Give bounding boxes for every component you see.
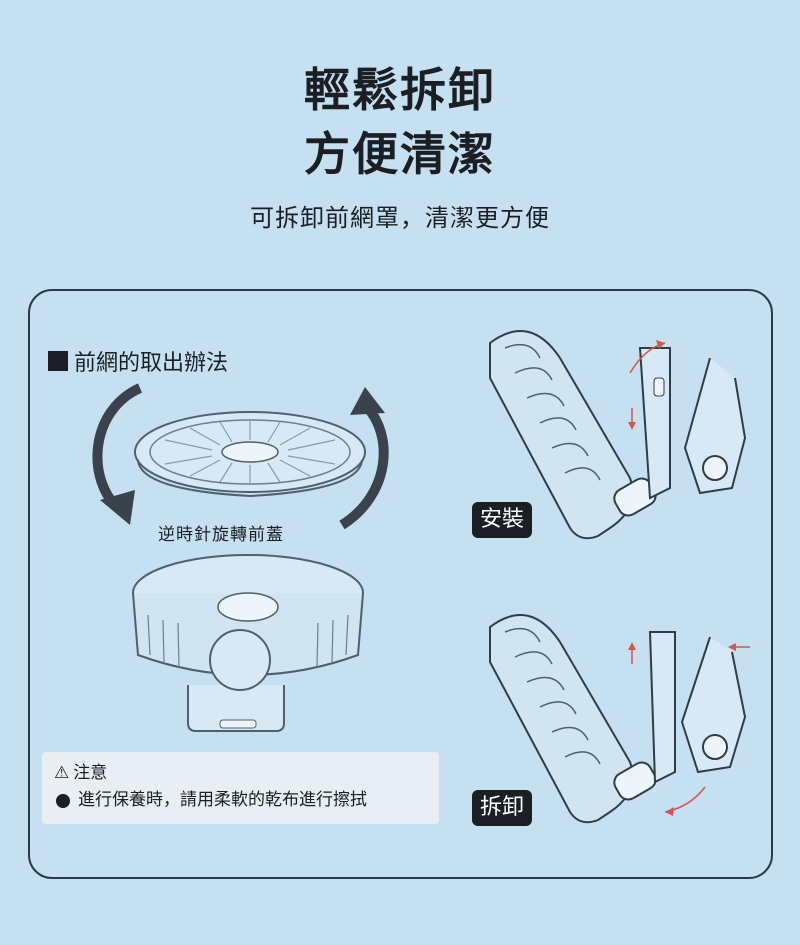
install-illustration [489,330,747,540]
section-title: 前網的取出辦法 [74,351,229,376]
warning-icon: ⚠ [54,763,70,783]
rotate-instruction: 逆時針旋轉前蓋 [158,525,284,545]
install-tag: 安裝 [472,502,533,538]
page-title-line2: 方便清潔 [304,127,496,181]
remove-illustration [489,614,750,824]
rotate-arrow-right-icon [339,387,389,530]
rotate-arrow-left-icon [92,383,143,525]
fan-body-illustration [132,554,364,732]
note-box: ⚠ 注意 進行保養時，請用柔軟的乾布進行擦拭 [42,752,439,824]
section-heading: 前網的取出辦法 [48,345,228,377]
front-grille-illustration [134,411,366,498]
remove-tag: 拆卸 [472,790,533,826]
page-subtitle: 可拆卸前網罩，清潔更方便 [250,204,550,232]
note-text: 進行保養時，請用柔軟的乾布進行擦拭 [78,790,367,810]
note-heading: 注意 [73,763,108,783]
page-title-line1: 輕鬆拆卸 [304,63,496,117]
bullet-icon [56,793,70,808]
instruction-panel [28,289,773,879]
square-bullet-icon [48,351,68,371]
